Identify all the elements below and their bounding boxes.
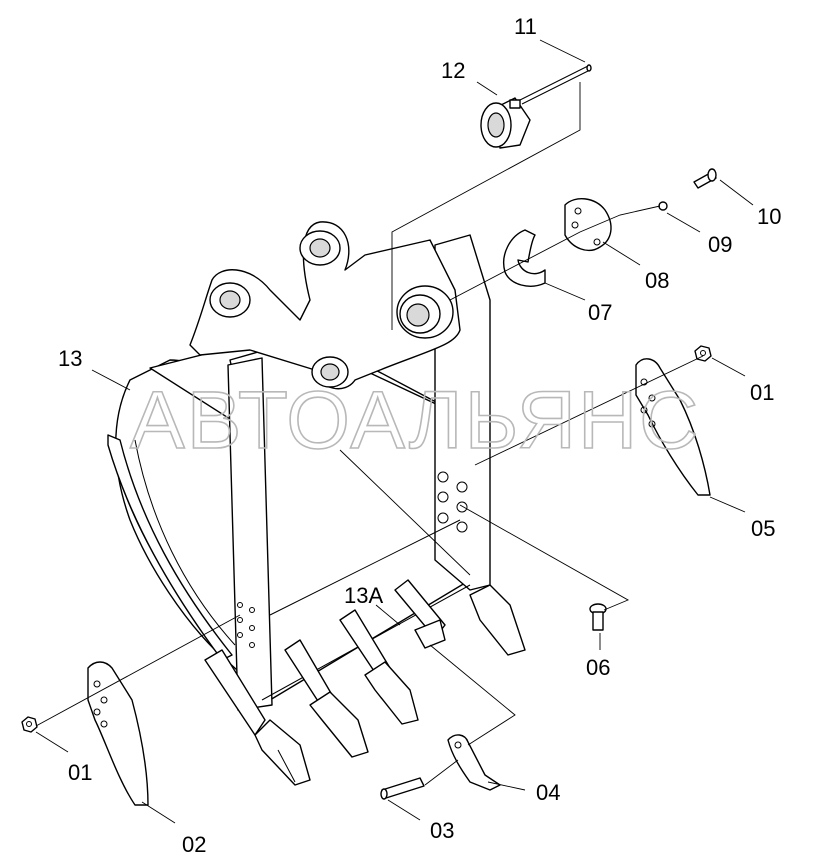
snap-ring (503, 229, 546, 287)
callout-02: 02 (182, 832, 206, 857)
flange-plate (564, 198, 612, 252)
callout-10: 10 (757, 204, 781, 229)
tooth-adapter-4 (394, 579, 446, 649)
callout-09: 09 (708, 232, 732, 257)
bolt (589, 603, 607, 631)
callout-13: 13 (58, 346, 82, 371)
tooth-adapter-1 (204, 649, 311, 786)
callout-11: 11 (514, 14, 537, 39)
callout-04: 04 (536, 780, 560, 805)
mounting-bracket (189, 221, 461, 390)
washer (658, 201, 668, 211)
tooth-adapter-5 (469, 584, 526, 656)
grease-pin (519, 64, 592, 105)
retaining-pin (380, 777, 425, 800)
watermark-text: АВТОАЛЬЯНС (130, 375, 700, 466)
bushing (480, 97, 531, 149)
tooth-point (447, 734, 501, 791)
callout-01-left: 01 (68, 760, 92, 785)
callout-07: 07 (588, 300, 612, 325)
callout-13a: 13A (344, 583, 383, 608)
bucket-teeth (204, 579, 526, 786)
callout-01-right: 01 (750, 380, 774, 405)
tooth-adapter-2 (284, 639, 369, 758)
callout-06: 06 (586, 655, 610, 680)
leader-lines (35, 39, 754, 824)
callout-03: 03 (430, 818, 454, 843)
callout-08: 08 (645, 268, 669, 293)
side-cutter-right (635, 358, 711, 496)
side-cutter-left (87, 661, 149, 806)
callouts: 11 12 10 09 08 07 13 01 05 13A 06 01 04 … (58, 14, 781, 857)
flange-bolt (693, 168, 717, 189)
nut-left (21, 716, 38, 733)
callout-05: 05 (751, 516, 775, 541)
tooth-adapter-3 (339, 609, 419, 725)
callout-12: 12 (441, 58, 465, 83)
